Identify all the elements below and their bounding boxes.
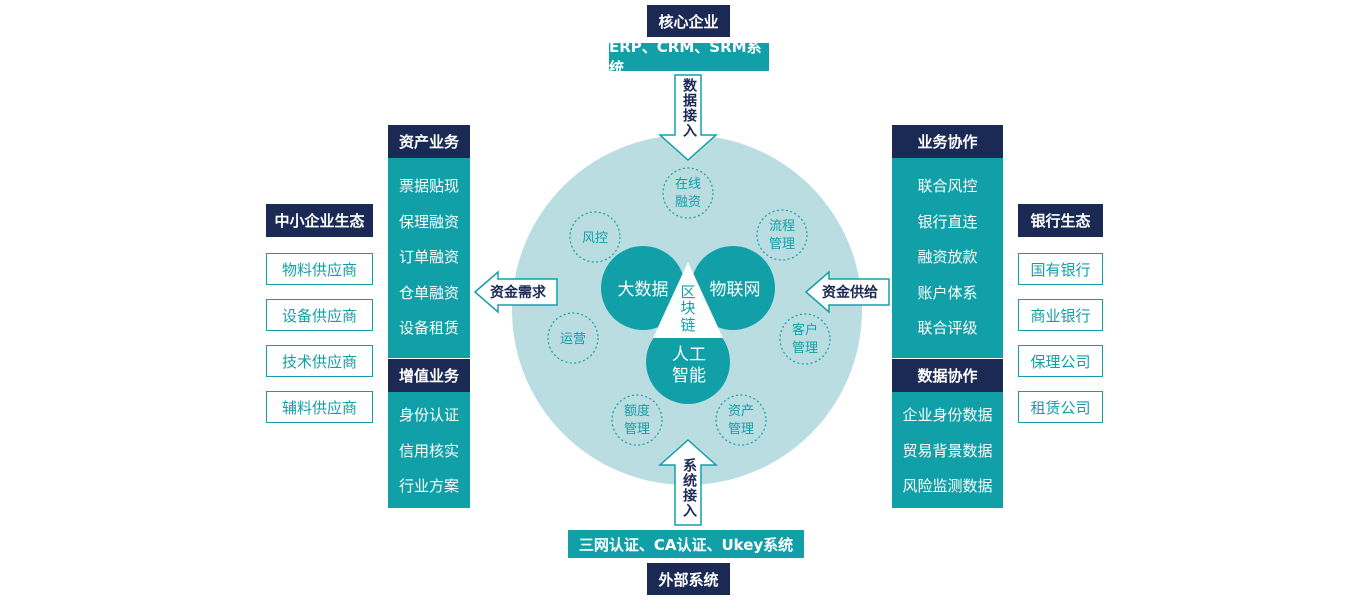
asset-business-item: 订单融资 xyxy=(398,248,459,266)
operation-ring xyxy=(547,312,599,364)
blockchain-char: 区 xyxy=(680,283,695,301)
risk-control-ring xyxy=(569,211,621,263)
big-data-circle xyxy=(601,246,685,330)
customer-management-ring xyxy=(779,313,831,365)
bank-item: 保理公司 xyxy=(1018,345,1103,377)
bank-item: 商业银行 xyxy=(1018,299,1103,331)
ring-label: 融资 xyxy=(675,195,701,210)
bank-item: 国有银行 xyxy=(1018,253,1103,285)
blockchain-char: 块 xyxy=(680,299,695,317)
business-collab-item: 银行直连 xyxy=(917,212,978,231)
value-added-item: 身份认证 xyxy=(398,406,459,424)
ring-label: 额度 xyxy=(624,403,650,419)
sme-ecosystem-header: 中小企业生态 xyxy=(266,204,373,237)
process-management-ring xyxy=(756,209,808,261)
business-collab-item: 联合评级 xyxy=(917,319,978,337)
ring-label: 管理 xyxy=(624,422,650,437)
system-access-arrow xyxy=(658,438,718,526)
ring-label: 资产 xyxy=(728,404,754,419)
value-added-list: 身份认证 信用核实 行业方案 xyxy=(388,392,470,508)
iot-label: 物联网 xyxy=(710,280,761,300)
supplier-item: 设备供应商 xyxy=(266,299,373,331)
external-system-box: 三网认证、CA认证、Ukey系统 xyxy=(568,530,804,558)
business-collab-item: 融资放款 xyxy=(917,248,978,266)
online-financing-ring xyxy=(662,167,714,219)
asset-business-item: 仓单融资 xyxy=(398,283,459,302)
funding-supply-arrow xyxy=(804,270,890,314)
core-enterprise-header: 核心企业 xyxy=(647,5,730,37)
supplier-item: 物料供应商 xyxy=(266,253,373,285)
asset-business-header: 资产业务 xyxy=(388,125,470,158)
data-access-arrow xyxy=(658,74,718,162)
asset-business-list: 票据贴现 保理融资 订单融资 仓单融资 设备租赁 xyxy=(388,158,470,358)
funding-demand-arrow xyxy=(473,270,558,314)
external-system-footer: 外部系统 xyxy=(647,563,730,595)
iot-circle xyxy=(691,246,775,330)
ai-label-line1: 人工 xyxy=(672,345,706,365)
blockchain-triangle xyxy=(653,262,723,338)
business-collab-header: 业务协作 xyxy=(892,125,1003,158)
system-access-label: 系统接入 xyxy=(681,458,697,518)
bank-item: 租赁公司 xyxy=(1018,391,1103,423)
ring-label: 管理 xyxy=(769,237,795,252)
business-collab-item: 联合风控 xyxy=(917,177,978,195)
asset-management-ring xyxy=(715,394,767,446)
core-system-box: ERP、CRM、SRM系统 xyxy=(609,38,769,77)
ring-label: 运营 xyxy=(560,332,586,347)
value-added-item: 行业方案 xyxy=(398,477,459,495)
asset-business-item: 保理融资 xyxy=(398,212,459,231)
data-collab-item: 风险监测数据 xyxy=(902,477,993,495)
value-added-item: 信用核实 xyxy=(398,441,459,460)
ai-circle xyxy=(646,320,730,404)
ring-label: 客户 xyxy=(792,322,818,338)
ai-label-line2: 智能 xyxy=(672,366,706,386)
data-access-label: 数据接入 xyxy=(681,78,697,138)
ring-label: 风控 xyxy=(582,231,608,246)
quota-management-ring xyxy=(611,394,663,446)
data-collab-header: 数据协作 xyxy=(892,359,1003,392)
ring-label: 流程 xyxy=(769,219,795,234)
supplier-item: 技术供应商 xyxy=(266,345,373,377)
bank-ecosystem-header: 银行生态 xyxy=(1018,204,1103,237)
big-data-label: 大数据 xyxy=(618,280,669,300)
business-collab-list: 联合风控 银行直连 融资放款 账户体系 联合评级 xyxy=(892,158,1003,358)
ring-label: 管理 xyxy=(792,341,818,356)
ring-label: 管理 xyxy=(728,422,754,437)
value-added-header: 增值业务 xyxy=(388,359,470,392)
asset-business-item: 票据贴现 xyxy=(398,177,459,195)
asset-business-item: 设备租赁 xyxy=(398,319,459,337)
ring-label: 在线 xyxy=(675,177,701,192)
data-collab-item: 贸易背景数据 xyxy=(902,441,993,460)
funding-demand-label: 资金需求 xyxy=(490,284,547,301)
supplier-item: 辅料供应商 xyxy=(266,391,373,423)
business-collab-item: 账户体系 xyxy=(917,283,978,302)
blockchain-char: 链 xyxy=(680,316,695,334)
data-collab-item: 企业身份数据 xyxy=(902,406,993,424)
funding-supply-label: 资金供给 xyxy=(822,284,878,301)
data-collab-list: 企业身份数据 贸易背景数据 风险监测数据 xyxy=(892,392,1003,508)
